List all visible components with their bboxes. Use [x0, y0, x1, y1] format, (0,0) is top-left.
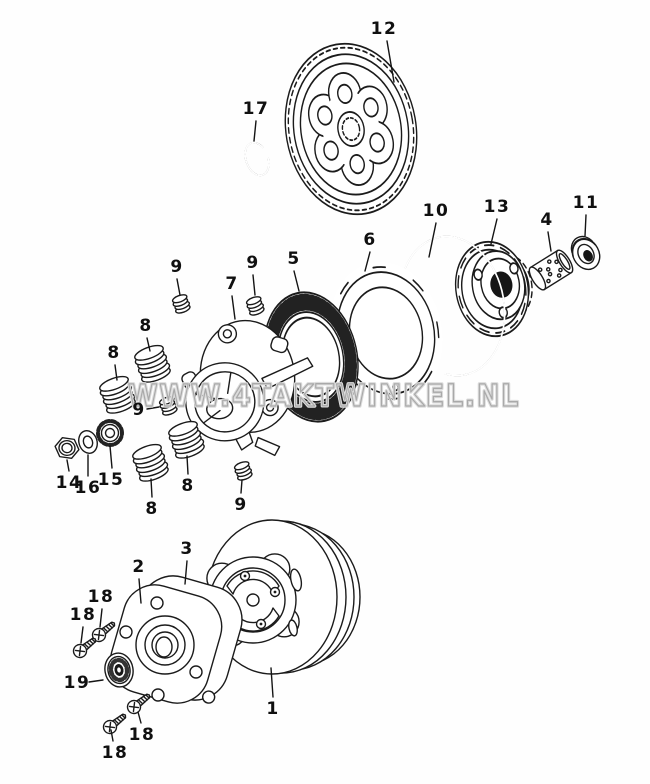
leader-line-9 [252, 274, 256, 296]
leader-line-9 [240, 479, 243, 494]
leader-line-12 [386, 40, 395, 83]
leader-line-8 [150, 478, 153, 498]
part-9-damper-spring [170, 292, 193, 316]
part-14-locknut [54, 437, 80, 459]
leader-lines [66, 40, 587, 742]
leader-line-7 [231, 295, 236, 320]
svg-text:WWW.4TAKTWINKEL.NL: WWW.4TAKTWINKEL.NL [128, 379, 520, 414]
leader-line-17 [253, 120, 257, 142]
leader-line-4 [547, 231, 552, 252]
leader-line-8 [146, 337, 151, 352]
watermark-text: WWW.4TAKTWINKEL.NL WWW.4TAKTWINKEL.NL [126, 377, 520, 416]
leader-line-1 [270, 667, 274, 698]
part-8-clutch-spring [129, 440, 172, 485]
part-9-damper-spring [232, 459, 255, 483]
leader-line-14 [66, 459, 70, 472]
part-11-bushing [570, 235, 601, 271]
leader-line-5 [293, 270, 300, 292]
part-7-clutch-pressure-housing [181, 319, 314, 457]
part-18-countersunk-screw [100, 709, 131, 737]
leader-line-9 [146, 406, 160, 410]
part-16-washer [78, 430, 98, 454]
leader-line-18 [110, 729, 114, 742]
leader-line-19 [88, 679, 104, 683]
leader-line-8 [186, 455, 189, 475]
part-17-circlip [244, 141, 270, 177]
svg-text:WWW.4TAKTWINKEL.NL: WWW.4TAKTWINKEL.NL [128, 379, 520, 414]
part-6-clutch-drive-plate [329, 261, 443, 405]
leader-line-11 [584, 214, 587, 237]
leader-line-8 [114, 364, 118, 381]
part-9-damper-spring [244, 294, 267, 318]
leader-line-13 [490, 218, 498, 245]
part-2-clutch-cover-plate [109, 584, 223, 704]
leader-line-2 [138, 578, 142, 604]
leader-line-10 [428, 222, 437, 258]
part-15-lock-washer [96, 419, 124, 447]
part-13-clutch-center-hub [454, 240, 533, 338]
part-19-ball-bearing [104, 652, 134, 688]
leader-line-18 [99, 608, 103, 628]
leader-line-15 [109, 445, 113, 469]
part-12-primary-driven-gear [284, 42, 418, 216]
leader-line-18 [137, 711, 142, 724]
leader-line-18 [80, 626, 84, 644]
leader-line-9 [176, 278, 181, 296]
part-4-roller-bearing-cage [528, 249, 574, 291]
leader-line-3 [184, 560, 188, 585]
leader-line-6 [364, 251, 371, 272]
